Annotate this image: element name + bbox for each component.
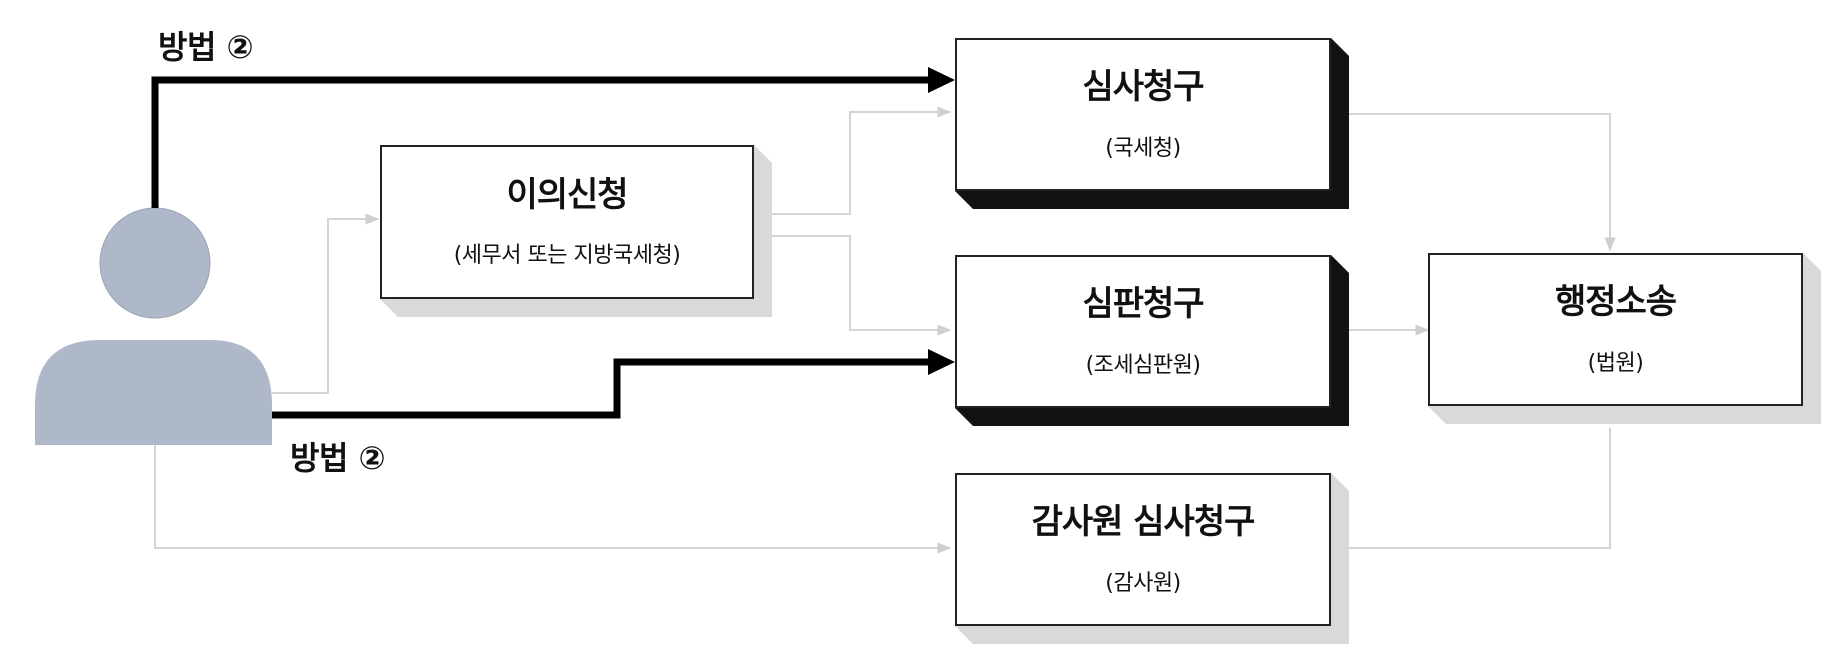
shadow-litigation [1428,253,1821,424]
person-icon [35,207,272,445]
box-shadows [380,38,1821,644]
shadow-trial [955,255,1349,426]
trial-title: 심판청구 [1082,284,1204,325]
strong-connectors [151,76,930,419]
line-objection-to-trial [754,235,952,336]
method-label-top: 방법 ② [158,28,254,66]
trial-box: 심판청구 (조세심판원) [955,255,1331,408]
audit-box: 감사원 심사청구 (감사원) [955,473,1331,626]
line-review-to-litigation [1331,113,1616,252]
audit-subtitle: (감사원) [1105,570,1181,596]
shadow-objection [380,145,772,317]
arrowhead-method-bottom [928,349,955,375]
line-person-to-audit [154,445,952,554]
audit-title: 감사원 심사청구 [1031,502,1256,543]
objection-box: 이의신청 (세무서 또는 지방국세청) [380,145,754,299]
line-method-top [151,76,930,208]
method-label-bottom: 방법 ② [290,439,386,477]
arrowhead-method-top [928,67,955,93]
line-method-bottom [272,358,930,419]
objection-subtitle: (세무서 또는 지방국세청) [453,243,681,269]
light-connectors [154,106,1616,554]
review-subtitle: (국세청) [1105,135,1181,161]
shadow-audit [955,473,1349,644]
litigation-subtitle: (법원) [1587,350,1644,376]
trial-subtitle: (조세심판원) [1085,352,1201,378]
line-audit-to-litigation [1331,428,1611,549]
litigation-title: 행정소송 [1554,282,1677,323]
litigation-box: 행정소송 (법원) [1428,253,1803,406]
line-person-to-objection [272,213,380,394]
shadow-review [955,38,1349,209]
line-objection-to-review [754,106,952,215]
review-title: 심사청구 [1082,67,1204,108]
review-box: 심사청구 (국세청) [955,38,1331,191]
objection-title: 이의신청 [506,174,628,215]
